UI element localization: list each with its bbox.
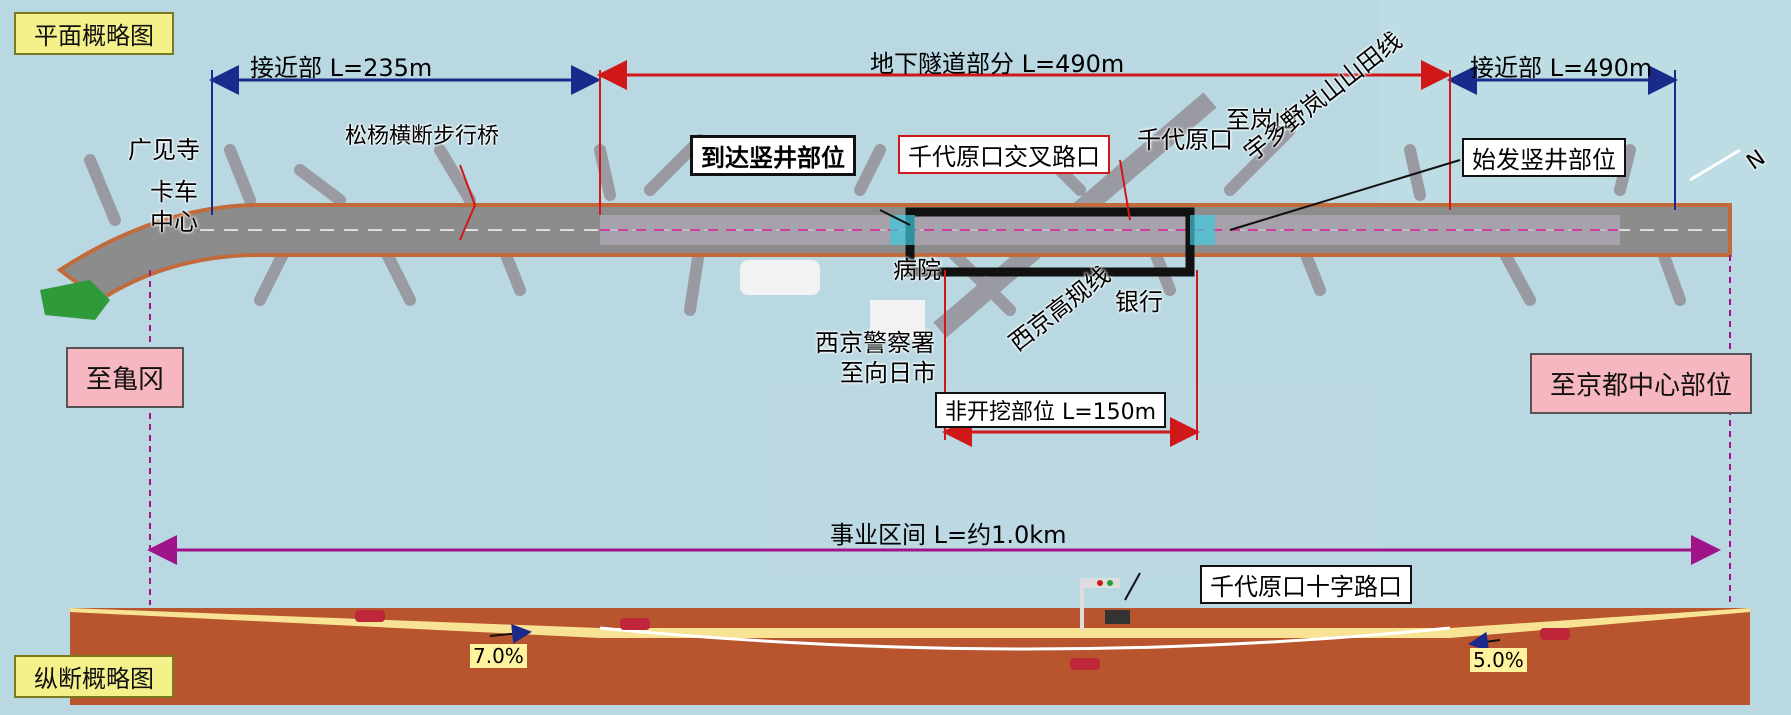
plan-title: 平面概略图 bbox=[14, 12, 174, 55]
intersection-label: 千代原口十字路口 bbox=[1200, 565, 1412, 604]
bank-label: 银行 bbox=[1115, 288, 1163, 316]
to-kameoka-label: 至亀冈 bbox=[66, 347, 185, 408]
arrival-shaft-label: 到达竖井部位 bbox=[690, 135, 856, 176]
profile-title: 纵断概略图 bbox=[14, 655, 174, 698]
truck-center-label-1: 卡车 bbox=[150, 178, 198, 206]
truck-center-label-2: 中心 bbox=[150, 208, 198, 236]
to-muko-label: 至向日市 bbox=[840, 359, 936, 387]
bridge-label: 松杨横断步行桥 bbox=[345, 124, 500, 149]
tunnel-label: 地下隧道部分 L=490m bbox=[870, 50, 1125, 78]
hospital-label: 病院 bbox=[893, 256, 941, 284]
to-arashiyama-label: 至岚山 bbox=[1226, 106, 1298, 134]
approach-east-label: 接近部 L=490m bbox=[1470, 54, 1653, 82]
approach-west-label: 接近部 L=235m bbox=[250, 54, 433, 82]
police-label: 西京警察署 bbox=[815, 329, 935, 357]
north-arrow bbox=[1689, 148, 1741, 182]
chiyobara-cross-label: 千代原口交叉路口 bbox=[898, 135, 1110, 174]
non-dig-label: 非开挖部位 L=150m bbox=[935, 392, 1167, 428]
background-texture bbox=[760, 0, 1791, 580]
grade-right-label: 5.0% bbox=[1470, 648, 1527, 672]
hiromi-label: 广见寺 bbox=[128, 136, 200, 164]
chiyobara-label: 千代原口 bbox=[1137, 126, 1233, 154]
to-kyoto-label: 至京都中心部位 bbox=[1530, 353, 1753, 414]
project-label: 事业区间 L=约1.0km bbox=[830, 521, 1067, 549]
start-shaft-label: 始发竖井部位 bbox=[1462, 138, 1626, 177]
grade-left-label: 7.0% bbox=[470, 644, 527, 668]
